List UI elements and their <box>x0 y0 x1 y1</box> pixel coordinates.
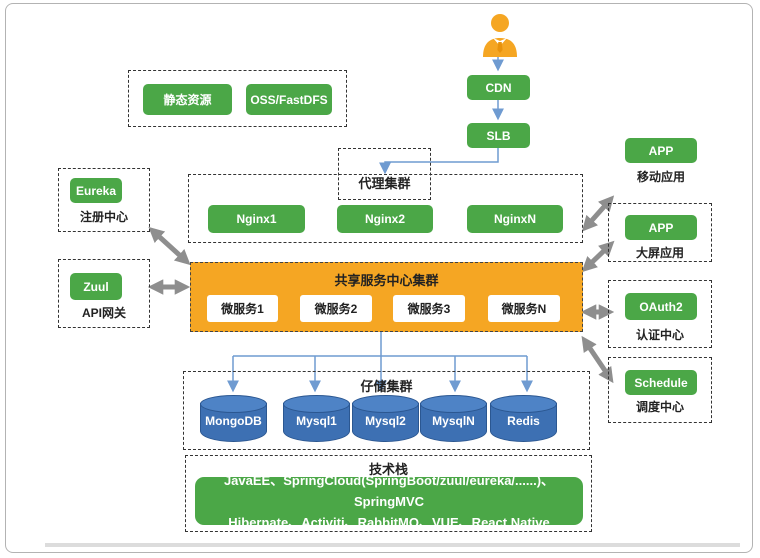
tech-stack-label: 技术栈 <box>368 462 408 477</box>
registry-center-caption: 注册中心 <box>79 210 128 224</box>
slb-node: SLB <box>467 123 530 148</box>
nginx2-node: Nginx2 <box>337 205 433 233</box>
mobile-app-caption: 移动应用 <box>636 170 685 184</box>
microservice3-node: 微服务3 <box>393 295 465 322</box>
mongodb-label: MongoDB <box>205 414 262 428</box>
schedule-center-caption: 调度中心 <box>635 400 684 414</box>
mongodb-cylinder: MongoDB <box>200 395 267 442</box>
bigscreen-app-group <box>608 203 712 262</box>
tech-stack-node: JavaEE、SpringCloud(SpringBoot/zuul/eurek… <box>195 473 583 530</box>
oauth2-label: OAuth2 <box>639 299 683 314</box>
mysql2-cylinder: Mysql2 <box>352 395 419 442</box>
proxy-cluster-label-box: 代理集群 <box>338 148 431 200</box>
mysqln-label: MysqlN <box>432 414 475 428</box>
mobile-app-label: APP <box>648 143 674 158</box>
tech-stack-line2: Hibernate、Activiti、RabbitMQ、VUE、React Na… <box>228 514 550 530</box>
nginxn-node: NginxN <box>467 205 563 233</box>
zuul-node: Zuul <box>70 273 122 300</box>
api-gateway-caption: API网关 <box>81 306 126 320</box>
eureka-node: Eureka <box>70 178 122 203</box>
mysql2-label: Mysql2 <box>365 414 406 428</box>
mysql1-label: Mysql1 <box>296 414 337 428</box>
nginxn-label: NginxN <box>494 212 536 226</box>
eureka-label: Eureka <box>75 183 117 198</box>
oauth2-node: OAuth2 <box>625 293 697 320</box>
bigscreen-app-node: APP <box>625 215 697 240</box>
shared-service-cluster-label: 共享服务中心集群 <box>334 273 439 288</box>
microservice2-label: 微服务2 <box>314 302 358 316</box>
user-icon <box>483 14 517 57</box>
redis-label: Redis <box>507 414 540 428</box>
mobile-app-node: APP <box>625 138 697 163</box>
zuul-label: Zuul <box>83 279 109 294</box>
page-border <box>5 3 753 553</box>
schedule-label: Schedule <box>634 375 688 390</box>
schedule-node: Schedule <box>625 370 697 395</box>
microservice1-label: 微服务1 <box>221 302 264 316</box>
nginx1-node: Nginx1 <box>208 205 305 233</box>
mysql1-cylinder: Mysql1 <box>283 395 350 442</box>
static-resource-node: 静态资源 <box>143 84 232 115</box>
oss-fastdfs-label: OSS/FastDFS <box>250 92 328 107</box>
cdn-label: CDN <box>485 80 512 95</box>
tech-stack-group: 技术栈 <box>185 455 592 532</box>
proxy-cluster-label: 代理集群 <box>358 176 411 191</box>
mysqln-cylinder: MysqlN <box>420 395 487 442</box>
microservicen-node: 微服务N <box>488 295 560 322</box>
microservice3-label: 微服务3 <box>407 302 451 316</box>
cdn-node: CDN <box>467 75 530 100</box>
auth-center-caption: 认证中心 <box>635 328 684 342</box>
bottom-divider <box>45 543 740 547</box>
tech-stack-line1: JavaEE、SpringCloud(SpringBoot/zuul/eurek… <box>223 472 555 509</box>
bigscreen-app-label: APP <box>648 220 674 235</box>
nginx2-label: Nginx2 <box>364 212 405 226</box>
storage-cluster-label: 仔储集群 <box>360 379 413 394</box>
static-resources-group <box>128 70 347 127</box>
bigscreen-app-caption: 大屏应用 <box>635 246 684 260</box>
schedule-center-group <box>608 357 712 423</box>
microservice2-node: 微服务2 <box>300 295 372 322</box>
redis-cylinder: Redis <box>490 395 557 442</box>
eureka-group <box>58 168 150 232</box>
nginx1-label: Nginx1 <box>236 212 277 226</box>
microservice1-node: 微服务1 <box>207 295 278 322</box>
slb-label: SLB <box>486 128 511 143</box>
microservicen-label: 微服务N <box>501 302 547 316</box>
static-resource-label: 静态资源 <box>163 93 212 107</box>
oss-fastdfs-node: OSS/FastDFS <box>246 84 332 115</box>
